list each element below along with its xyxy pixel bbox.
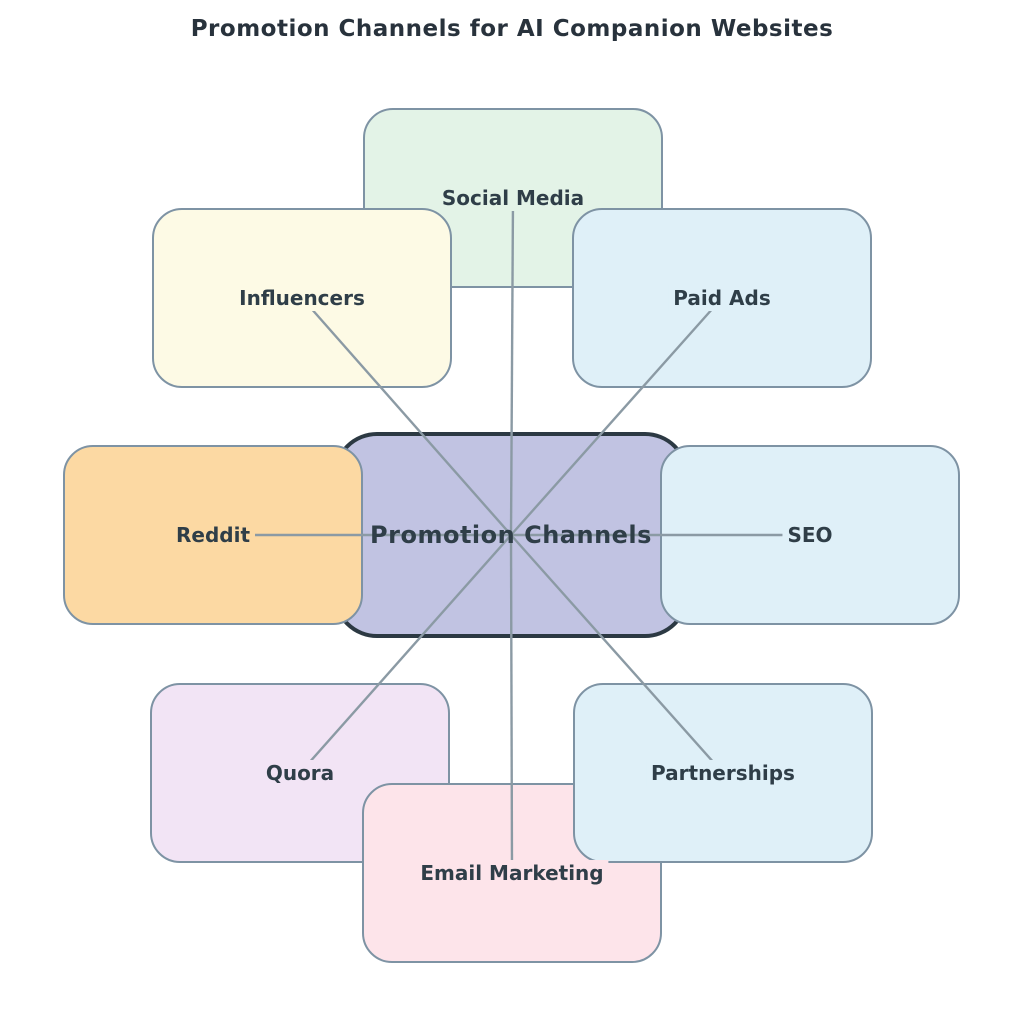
node-promotion-channels-label: Promotion Channels <box>370 520 652 549</box>
node-social-media-label: Social Media <box>436 185 590 211</box>
node-influencers-label: Influencers <box>234 285 370 311</box>
node-reddit-label: Reddit <box>170 522 256 548</box>
node-paid-ads-label: Paid Ads <box>668 285 776 311</box>
node-email-marketing-label: Email Marketing <box>415 860 609 886</box>
node-seo-label: SEO <box>782 522 838 548</box>
node-quora-label: Quora <box>260 760 340 786</box>
diagram-title: Promotion Channels for AI Companion Webs… <box>190 16 834 42</box>
node-partnerships-label: Partnerships <box>646 760 800 786</box>
